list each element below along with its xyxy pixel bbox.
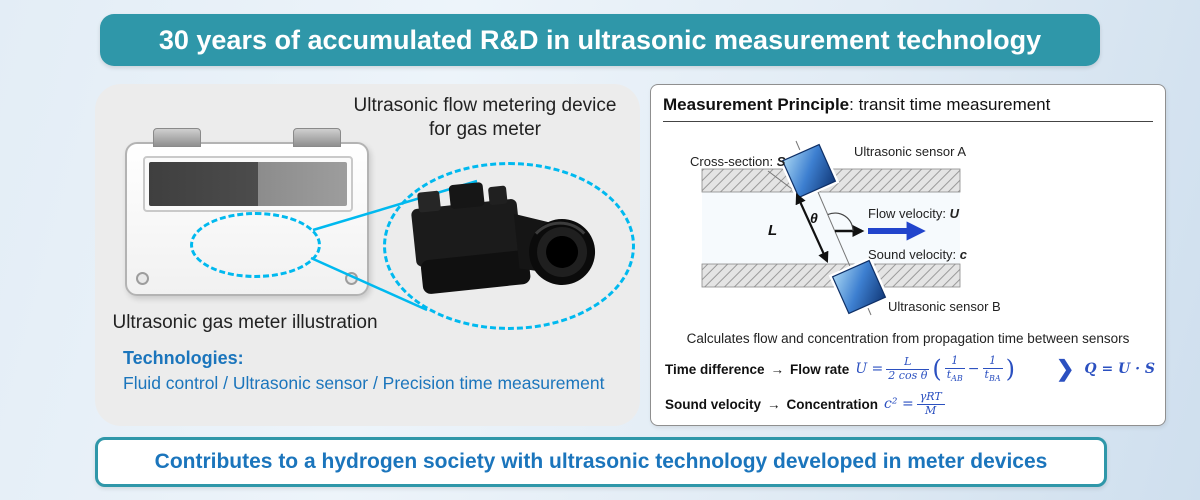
meter-pipe-cap-right — [293, 128, 341, 147]
sound-velocity-label: Sound velocity: c — [868, 247, 968, 262]
conclusion-banner: Contributes to a hydrogen society with u… — [95, 437, 1107, 487]
title-banner-text: 30 years of accumulated R&D in ultrasoni… — [158, 24, 1042, 55]
path-length-arrow — [795, 192, 829, 264]
technologies-heading: Technologies: — [123, 348, 244, 368]
meter-caption: Ultrasonic gas meter illustration — [112, 312, 378, 333]
principle-description: Calculates flow and concentration from p… — [686, 331, 1130, 346]
meter-display-screen — [149, 162, 347, 206]
measurement-principle-title: Measurement Principle: transit time meas… — [663, 95, 1153, 122]
zoom-target-ellipse — [383, 162, 635, 330]
meter-display-bezel — [143, 156, 353, 212]
row1-arrow-icon: → — [770, 361, 785, 377]
measurement-principle-diagram: Cross-section: S Ultrasonic sensor A θ F… — [690, 140, 1001, 318]
zoom-source-ellipse — [190, 212, 321, 278]
technologies-block: Technologies: Fluid control / Ultrasonic… — [123, 346, 604, 396]
sound-velocity-row-label: Sound velocity — [665, 396, 762, 412]
ultrasonic-sensor-b — [828, 256, 890, 318]
flow-metering-device-label: Ultrasonic flow metering device for gas … — [353, 95, 617, 140]
length-label: L — [768, 222, 777, 239]
sensor-b-label: Ultrasonic sensor B — [888, 299, 1001, 314]
meter-pipe-cap-left — [153, 128, 201, 147]
sensor-a-label: Ultrasonic sensor A — [854, 144, 966, 159]
title-bold-part: Measurement Principle — [663, 95, 850, 114]
concentration-label: Concentration — [786, 396, 879, 412]
theta-angle-arc — [827, 212, 854, 232]
measurement-principle-panel: Measurement Principle: transit time meas… — [650, 84, 1166, 426]
row2-arrow-icon: → — [767, 396, 781, 412]
gas-meter-panel: Ultrasonic flow metering device for gas … — [95, 84, 640, 426]
title-banner: 30 years of accumulated R&D in ultrasoni… — [100, 14, 1100, 66]
meter-screw-right — [345, 272, 358, 285]
flow-rate-label: Flow rate — [790, 361, 850, 377]
q-equals-us-formula: Q = U · S — [1084, 361, 1155, 377]
theta-label: θ — [810, 210, 818, 226]
time-difference-label: Time difference — [665, 361, 765, 377]
flow-velocity-label: Flow velocity: U — [868, 206, 960, 221]
title-rest-part: : transit time measurement — [849, 95, 1051, 114]
meter-screw-left — [136, 272, 149, 285]
technologies-list: Fluid control / Ultrasonic sensor / Prec… — [123, 373, 605, 394]
cross-section-label: Cross-section: S — [690, 154, 786, 169]
result-chevron-icon: ❯ — [1055, 356, 1075, 381]
cross-section-pointer-line — [767, 170, 793, 190]
ultrasonic-sensor-a — [778, 140, 840, 202]
conclusion-banner-text: Contributes to a hydrogen society with u… — [154, 450, 1048, 473]
